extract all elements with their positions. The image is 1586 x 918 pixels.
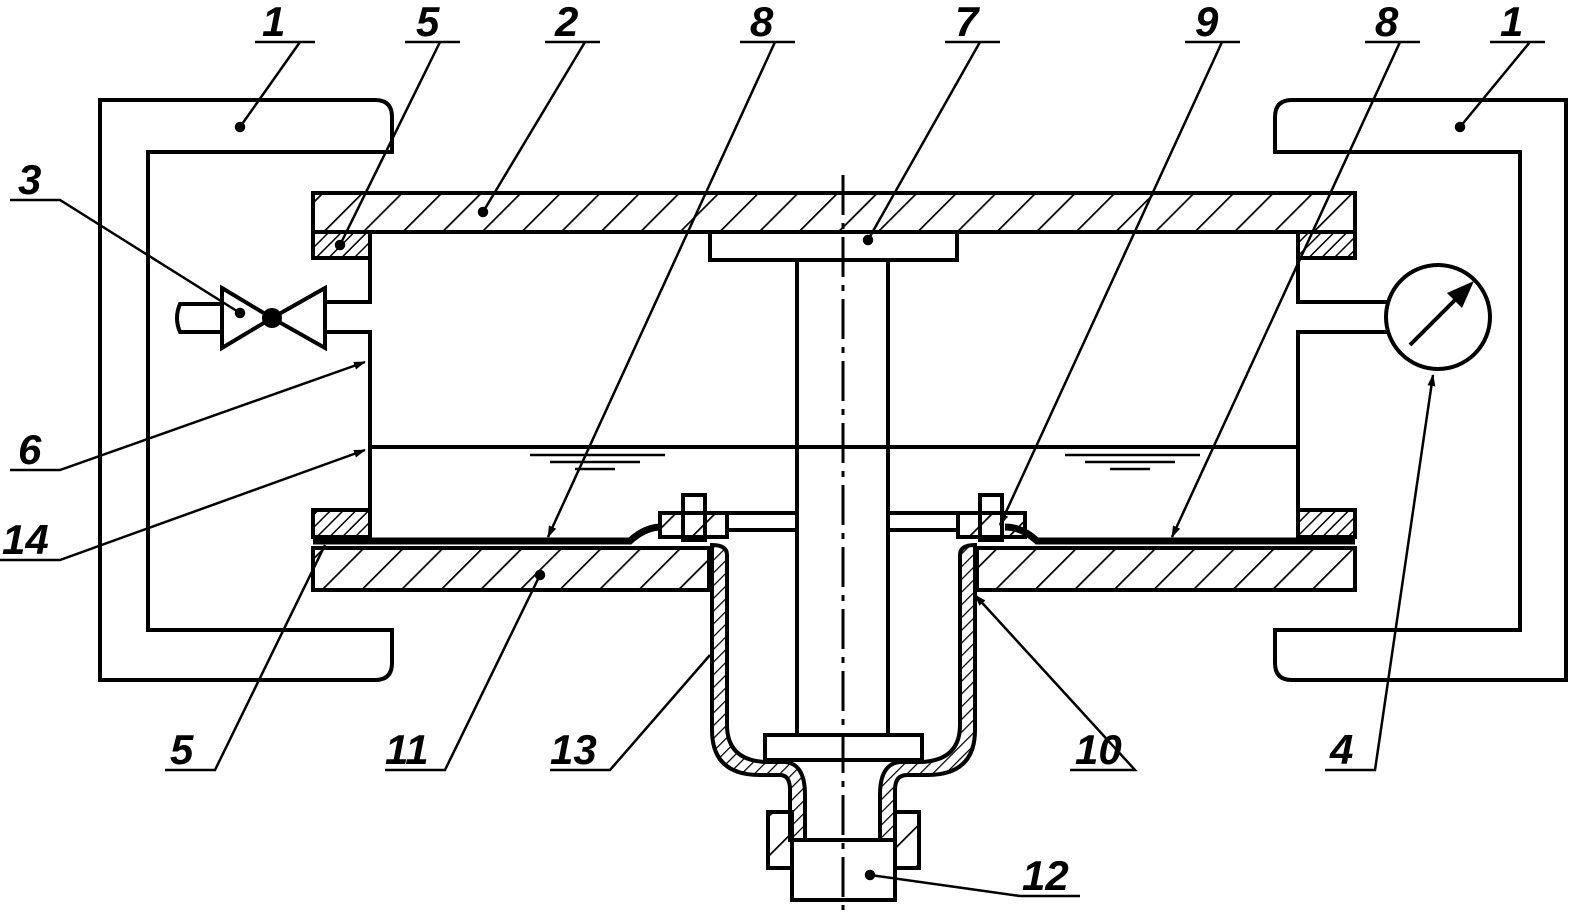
disc	[708, 230, 959, 262]
label-bottom-plate: 11	[385, 726, 429, 773]
clamp-bolt	[681, 493, 707, 542]
label-valve: 3	[18, 156, 41, 203]
gasket	[1296, 508, 1357, 539]
membrane	[313, 523, 1355, 545]
label-gasket-top-left: 5	[416, 0, 440, 45]
label-gauge: 4	[1329, 726, 1353, 773]
label-membrane-right: 8	[1375, 0, 1399, 45]
label-clamp: 9	[1195, 0, 1219, 45]
cup	[710, 542, 807, 842]
label-water-level: 14	[2, 516, 49, 563]
nut-side	[893, 810, 921, 870]
label-gasket-bottom-left: 5	[170, 726, 194, 773]
side-wall-left	[325, 258, 372, 510]
label-nut: 12	[1022, 852, 1069, 899]
bottom-plate	[311, 546, 711, 592]
pressure-gauge-icon	[1384, 263, 1492, 371]
leader-lines	[0, 40, 1545, 898]
clamp	[658, 511, 729, 539]
clamp-rods	[727, 511, 958, 532]
gasket	[311, 508, 372, 539]
label-disc: 7	[955, 0, 980, 45]
nut	[790, 838, 897, 902]
side-wall-right	[1296, 258, 1388, 510]
valve-icon	[175, 284, 327, 352]
label-side-wall: 6	[18, 426, 42, 473]
bottom-plate	[975, 546, 1357, 592]
label-cup: 13	[550, 726, 597, 773]
label-top-plate: 2	[554, 0, 578, 45]
label-cup-gap: 10	[1075, 726, 1122, 773]
label-membrane-left: 8	[750, 0, 774, 45]
cup	[878, 542, 977, 842]
top-plate	[311, 191, 1357, 234]
gasket	[311, 230, 372, 260]
nut-side	[766, 810, 794, 870]
label-frame-left: 1	[262, 0, 285, 45]
shaft	[795, 260, 890, 735]
water-surface-marks	[530, 453, 1200, 471]
frame-right	[1273, 98, 1568, 682]
frame-left	[98, 98, 394, 682]
label-frame-right: 1	[1500, 0, 1523, 45]
clamp	[956, 511, 1027, 539]
